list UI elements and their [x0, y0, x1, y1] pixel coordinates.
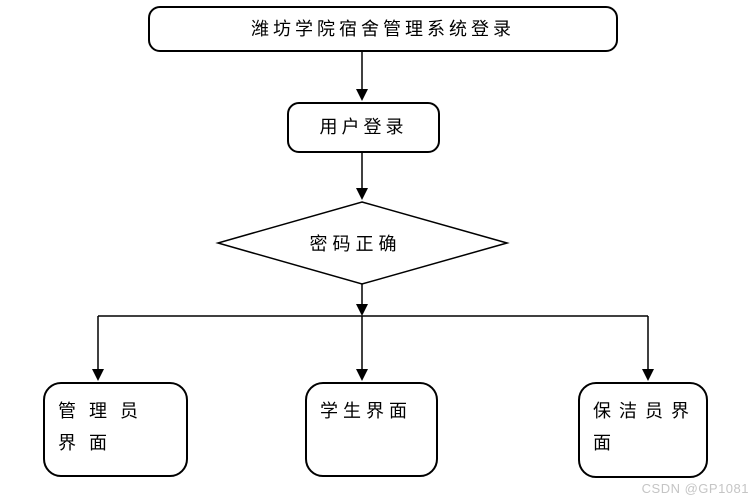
- arrowhead-title-to-login: [356, 89, 368, 101]
- node-user-login: 用户登录: [287, 102, 440, 153]
- arrowhead-login-to-decision: [356, 188, 368, 200]
- node-cleaner-ui: 保洁员界面: [578, 382, 708, 478]
- node-user-login-label: 用户登录: [319, 117, 408, 138]
- node-password-correct-label: 密码正确: [309, 234, 402, 254]
- arrowhead-branch-to-cleaner: [642, 369, 654, 381]
- node-password-correct-shape: [215, 201, 510, 285]
- node-system-login: 潍坊学院宿舍管理系统登录: [148, 6, 618, 52]
- node-student-ui-label: 学生界面: [320, 401, 412, 421]
- node-admin-ui-label: 管理员界面: [58, 401, 151, 453]
- arrowhead-branch-to-admin: [92, 369, 104, 381]
- node-admin-ui: 管理员界面: [43, 382, 188, 477]
- watermark: CSDN @GP1081: [641, 481, 749, 496]
- node-system-login-label: 潍坊学院宿舍管理系统登录: [251, 18, 515, 39]
- arrowhead-branch-to-student: [356, 369, 368, 381]
- node-cleaner-ui-label: 保洁员界面: [593, 401, 697, 453]
- arrowhead-decision-to-branch: [356, 304, 368, 316]
- node-student-ui: 学生界面: [305, 382, 438, 477]
